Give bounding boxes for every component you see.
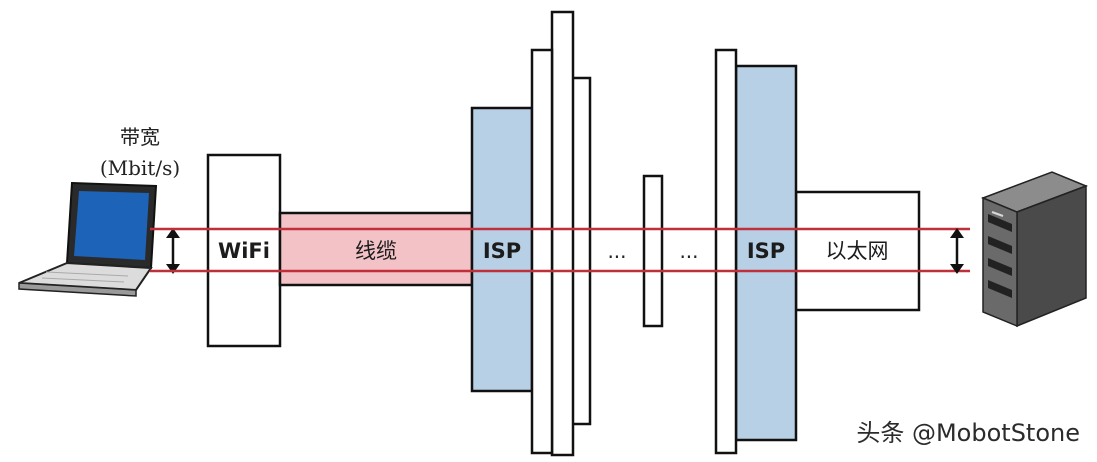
bandwidth-arrow-left-icon	[166, 228, 180, 274]
core-panel-1	[530, 48, 554, 455]
middle-panel	[642, 174, 664, 328]
cable-label: 线缆	[355, 239, 397, 263]
cable-box	[278, 211, 474, 287]
isp-right-label: ISP	[747, 239, 785, 263]
ethernet-label: 以太网	[826, 239, 889, 263]
core-panel-3	[570, 76, 592, 426]
core-panel-2	[550, 10, 575, 457]
ellipsis-left: ...	[607, 239, 626, 263]
isp-left-label: ISP	[483, 239, 521, 263]
ethernet-box	[794, 190, 921, 312]
core-panel-right	[714, 48, 738, 455]
wifi-label: WiFi	[218, 239, 270, 263]
bandwidth-arrow-right-icon	[950, 228, 964, 274]
watermark: 头条 @MobotStone	[856, 419, 1080, 447]
server-icon	[980, 171, 1089, 328]
isp-left-box	[470, 106, 534, 393]
bandwidth-label-line2: (Mbit/s)	[100, 156, 180, 180]
bandwidth-label-line1: 带宽	[120, 125, 160, 149]
ellipsis-right: ...	[679, 239, 698, 263]
laptop-icon	[18, 181, 158, 297]
